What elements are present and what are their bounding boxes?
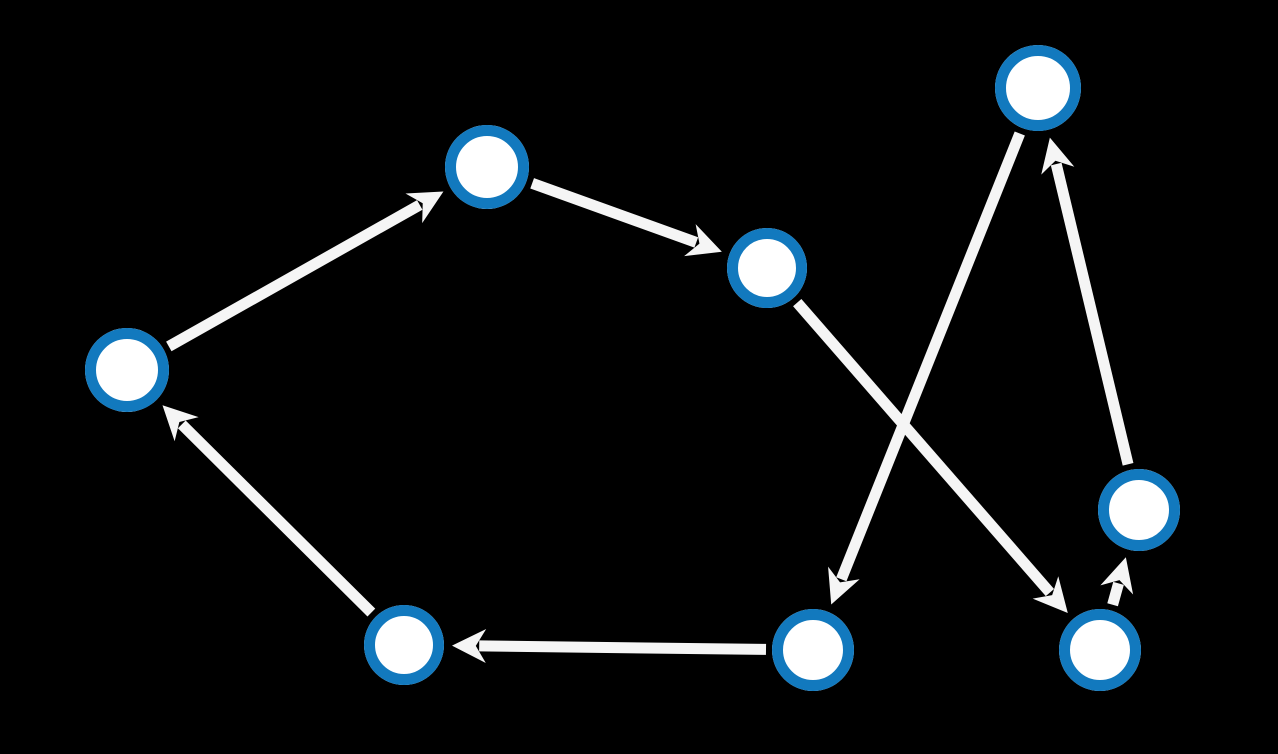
graph-edge <box>836 131 1025 582</box>
node-ring <box>1059 609 1141 691</box>
graph-node[interactable] <box>772 609 854 691</box>
graph-node[interactable] <box>995 45 1081 131</box>
node-fill <box>1059 609 1141 691</box>
graph-node[interactable] <box>364 605 444 685</box>
graph-edge <box>166 200 423 352</box>
node-fill <box>85 328 169 412</box>
node-ring <box>995 45 1081 131</box>
graph-edge <box>530 178 699 248</box>
node-layer <box>85 45 1180 691</box>
arrowhead-icon <box>1032 576 1068 614</box>
node-fill <box>1098 469 1180 551</box>
graph-node[interactable] <box>1098 469 1180 551</box>
node-ring <box>1098 469 1180 551</box>
graph-node[interactable] <box>727 228 807 308</box>
arrowhead-icon <box>828 566 860 605</box>
node-ring <box>772 609 854 691</box>
node-fill <box>364 605 444 685</box>
graph-edge <box>479 640 767 655</box>
node-ring <box>445 125 529 209</box>
edge-layer <box>162 131 1134 663</box>
node-ring <box>85 328 169 412</box>
graph-node[interactable] <box>1059 609 1141 691</box>
node-fill <box>772 609 854 691</box>
graph-edge <box>177 420 376 617</box>
graph-edge <box>793 299 1055 597</box>
arrowhead-icon <box>1041 137 1075 175</box>
graph-node[interactable] <box>445 125 529 209</box>
graph-edge <box>1107 581 1124 607</box>
node-fill <box>995 45 1081 131</box>
arrowhead-icon <box>405 191 444 224</box>
node-fill <box>727 228 807 308</box>
graph-node[interactable] <box>85 328 169 412</box>
arrowhead-icon <box>162 405 199 442</box>
arrowhead-icon <box>684 224 722 257</box>
graph-edge <box>1050 162 1134 466</box>
node-ring <box>364 605 444 685</box>
node-ring <box>727 228 807 308</box>
arrowhead-icon <box>452 629 487 663</box>
node-fill <box>445 125 529 209</box>
arrowhead-icon <box>1100 557 1134 595</box>
